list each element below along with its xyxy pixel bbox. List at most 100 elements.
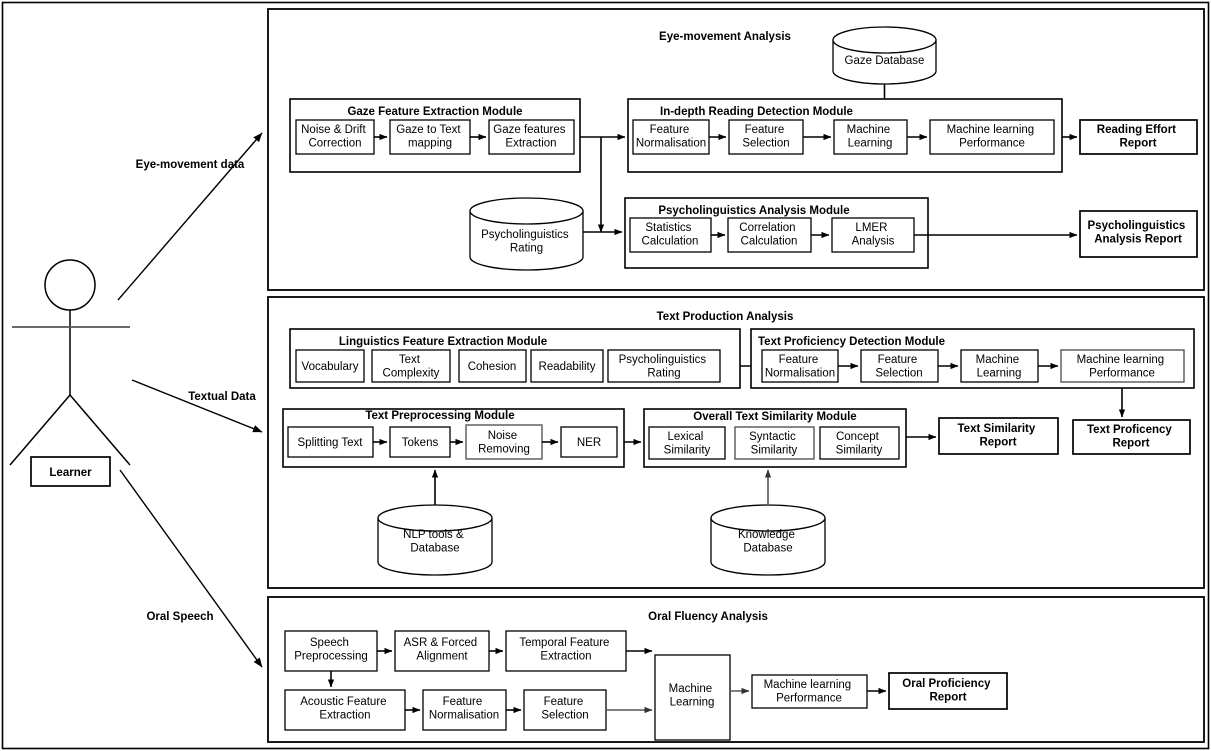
step-asr-forced-alignment: [394, 630, 490, 672]
step-lmer-analysis-label: LMER Analysis: [852, 222, 895, 248]
step-gaze-features-extraction: [488, 119, 575, 155]
nlp-tools-database-body: [377, 517, 493, 576]
step-lexical-similarity-label: Lexical Similarity: [664, 431, 711, 457]
psycholinguistics-rating-body: [469, 210, 584, 271]
oral-pipeline-top: Speech Preprocessing ASR & Forced Alignm…: [284, 630, 653, 672]
step-correlation-calculation-label: Correlation Calculation: [739, 222, 798, 248]
step-ird-feature-selection-label: Feature Selection: [742, 124, 789, 150]
step-oral-feature-selection-label: Feature Selection: [541, 696, 588, 722]
step-gaze-to-text-mapping-label: Gaze to Text mapping: [396, 124, 464, 150]
section-oral-fluency-analysis: Oral Fluency Analysis Speech Preprocessi…: [267, 596, 1205, 743]
step-syntactic-similarity-label: Syntactic Similarity: [749, 431, 799, 457]
step-oral-ml-performance: [751, 674, 868, 709]
step-correlation-calculation: [727, 217, 812, 253]
step-cohesion: [458, 349, 527, 383]
section-eye-movement-analysis: Eye-movement Analysis Gaze Database Gaze…: [267, 8, 1205, 291]
step-readability: [530, 349, 604, 383]
step-statistics-calculation: [629, 217, 712, 253]
step-tpd-ml-performance-label: Machine learning Performance: [1077, 354, 1168, 380]
step-temporal-feature-extraction: [505, 630, 627, 672]
arrow-textual-data: [131, 379, 263, 433]
actor-leg-right: [69, 394, 131, 466]
step-ner: [560, 426, 618, 458]
text-proficiency-report-box: [1072, 419, 1191, 455]
in-depth-reading-detection-module: In-depth Reading Detection Module Featur…: [627, 98, 1063, 173]
knowledge-database-top: [710, 504, 826, 532]
step-lmer-analysis: [831, 217, 915, 253]
step-splitting-text: [287, 426, 374, 458]
text-similarity-report-box: [938, 417, 1059, 455]
step-tpd-feature-normalisation: [761, 349, 839, 383]
actor-head: [44, 259, 96, 311]
text-proficiency-report-label: Text Proficency Report: [1087, 424, 1175, 450]
text-similarity-report-label: Text Similarity Report: [958, 423, 1039, 449]
gaze-feature-extraction-module: Gaze Feature Extraction Module Noise & D…: [289, 98, 581, 173]
nlp-tools-database-label: NLP tools & Database: [403, 529, 467, 555]
step-noise-removing-label: Noise Removing: [478, 430, 530, 456]
step-ird-ml-performance-label: Machine learning Performance: [947, 124, 1038, 150]
section-text-production-title: Text Production Analysis: [657, 311, 794, 323]
psycholinguistics-analysis-report-label: Psycholinguistics Analysis Report: [1088, 220, 1189, 246]
linguistics-feature-extraction-module: Linguistics Feature Extraction Module Vo…: [289, 328, 741, 389]
overall-text-similarity-module: Overall Text Similarity Module Lexical S…: [643, 408, 907, 468]
psycholinguistics-rating-label: Psycholinguistics Rating: [481, 229, 572, 255]
knowledge-database-body: [710, 517, 826, 576]
label-eye-movement-data: Eye-movement data: [136, 159, 245, 171]
psycholinguistics-analysis-module: Psycholinguistics Analysis Module Statis…: [624, 197, 929, 269]
step-tpd-feature-selection-label: Feature Selection: [875, 354, 922, 380]
reading-effort-report: Reading Effort Report: [1062, 119, 1198, 155]
step-psycholinguistics-rating-label: Psycholinguistics Rating: [619, 354, 710, 380]
gaze-database: Gaze Database: [832, 26, 937, 125]
step-concept-similarity: [819, 426, 900, 460]
step-noise-drift-correction-label: Noise & Drift Correction: [301, 124, 369, 150]
actor-leg-left: [9, 394, 71, 466]
section-text-production-analysis: Text Production Analysis Linguistics Fea…: [267, 296, 1205, 589]
gaze-database-top: [832, 26, 937, 54]
step-psycholinguistics-rating: [607, 349, 721, 383]
text-proficiency-report: Text Proficency Report: [1072, 388, 1191, 455]
oral-pipeline-bottom: Acoustic Feature Extraction Feature Norm…: [284, 671, 653, 731]
label-oral-speech: Oral Speech: [146, 611, 213, 623]
text-preprocessing-module: Text Preprocessing Module Splitting Text…: [282, 408, 625, 468]
step-ird-feature-normalisation: [632, 119, 710, 155]
step-oral-feature-normalisation-label: Feature Normalisation: [429, 696, 499, 722]
step-vocabulary: [295, 349, 365, 383]
step-ird-ml-performance: [929, 119, 1055, 155]
arrow-oral-speech: [119, 469, 263, 668]
step-syntactic-similarity: [734, 426, 815, 460]
step-speech-preprocessing-label: Speech Preprocessing: [294, 637, 368, 663]
knowledge-database: Knowledge Database: [710, 469, 826, 576]
step-gaze-features-extraction-label: Gaze features Extraction: [493, 124, 568, 150]
in-depth-reading-detection-module-title: In-depth Reading Detection Module: [660, 106, 853, 118]
knowledge-database-label: Knowledge Database: [738, 529, 798, 555]
step-oral-ml-performance-label: Machine learning Performance: [764, 679, 855, 705]
nlp-tools-database: NLP tools & Database: [377, 469, 493, 576]
step-cohesion-label: Cohesion: [468, 361, 517, 373]
section-eye-movement-title: Eye-movement Analysis: [659, 31, 791, 43]
text-similarity-report: Text Similarity Report: [906, 417, 1059, 455]
arrow-eye-movement-data: [117, 132, 263, 301]
psycholinguistics-analysis-module-title: Psycholinguistics Analysis Module: [658, 205, 849, 217]
step-ird-machine-learning-label: Machine Learning: [847, 124, 894, 150]
nlp-tools-database-top: [377, 504, 493, 532]
step-tpd-feature-normalisation-label: Feature Normalisation: [765, 354, 835, 380]
oral-proficiency-report-label: Oral Proficiency Report: [902, 678, 993, 704]
psycholinguistics-analysis-report: Psycholinguistics Analysis Report: [914, 210, 1198, 258]
step-oral-feature-normalisation: [422, 689, 507, 731]
text-proficiency-detection-module-title: Text Proficiency Detection Module: [758, 336, 945, 348]
step-text-complexity: [371, 349, 451, 383]
step-oral-machine-learning: [654, 654, 731, 741]
step-concept-similarity-label: Concept Similarity: [836, 431, 883, 457]
reading-effort-report-label: Reading Effort Report: [1097, 124, 1179, 150]
step-vocabulary-label: Vocabulary: [302, 361, 359, 373]
step-tpd-machine-learning: [960, 349, 1039, 383]
label-textual-data: Textual Data: [188, 391, 256, 403]
psycholinguistics-analysis-report-box: [1079, 210, 1198, 258]
step-text-complexity-label: Text Complexity: [383, 354, 440, 380]
step-statistics-calculation-label: Statistics Calculation: [642, 222, 699, 248]
step-readability-label: Readability: [539, 361, 596, 373]
actor-label-box: [30, 456, 111, 487]
step-tpd-machine-learning-label: Machine Learning: [976, 354, 1023, 380]
